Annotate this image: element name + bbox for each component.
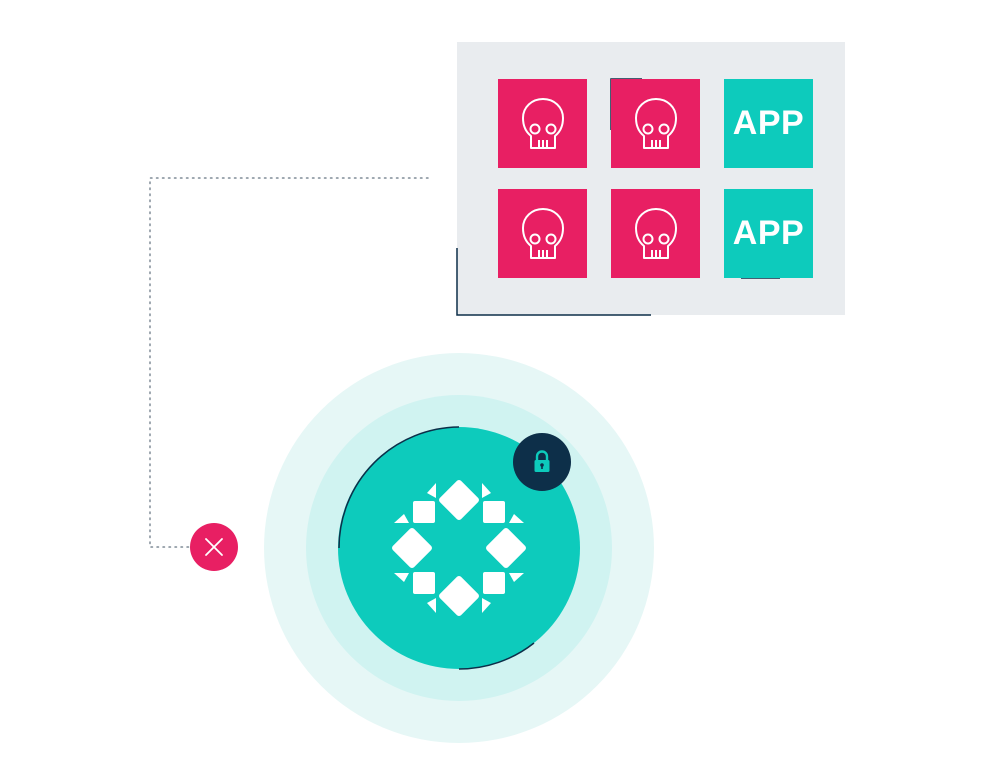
malicious-app-tile[interactable] (611, 189, 700, 278)
close-icon (205, 538, 223, 556)
app-tile-label: APP (732, 104, 805, 142)
malicious-app-tile[interactable] (498, 189, 587, 278)
blocked-badge[interactable] (190, 523, 238, 571)
skull-icon (521, 97, 564, 149)
app-tile[interactable]: APP (724, 189, 813, 278)
skull-icon (634, 207, 677, 259)
shield-logo-icon (392, 480, 526, 616)
hub-circle (338, 427, 580, 669)
skull-icon (521, 207, 564, 259)
lock-badge (513, 433, 571, 491)
malicious-app-tile[interactable] (498, 79, 587, 168)
skull-icon (634, 97, 677, 149)
lock-icon (534, 450, 550, 472)
app-tile-label: APP (732, 214, 805, 252)
app-tile[interactable]: APP (724, 79, 813, 168)
malicious-app-tile[interactable] (611, 79, 700, 168)
